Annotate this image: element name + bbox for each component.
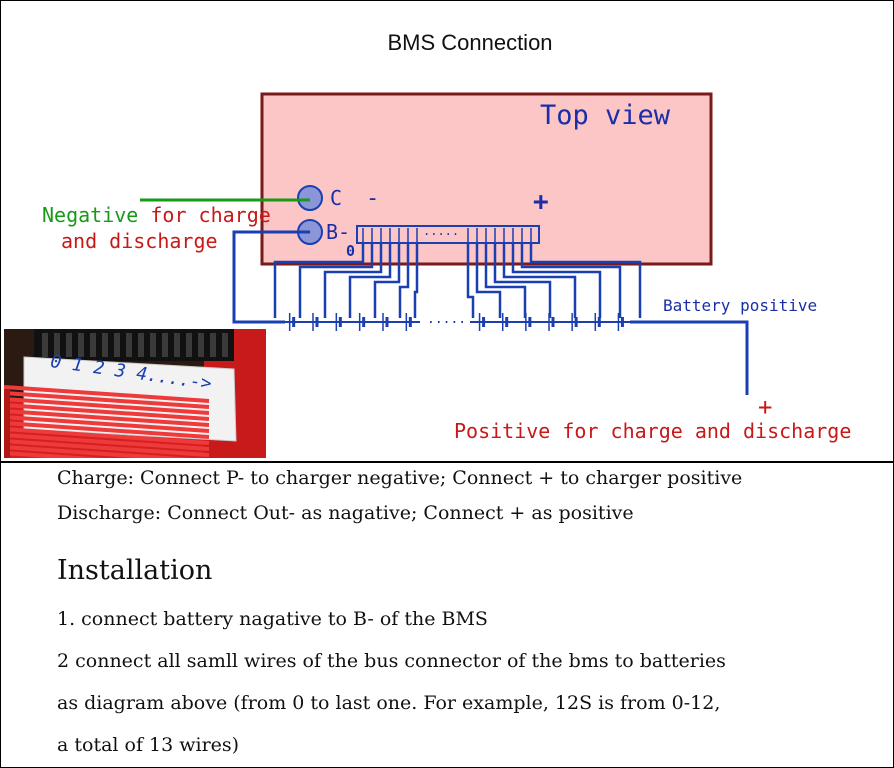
sense-wires — [273, 243, 642, 318]
install-step-2-line-1: 2 connect all samll wires of the bus con… — [57, 650, 726, 672]
negative-label-line2: and discharge — [61, 229, 218, 253]
install-step-1: 1. connect battery nagative to B- of the… — [57, 608, 488, 630]
section-divider — [0, 461, 894, 463]
photo-ribbon-wire — [4, 391, 210, 409]
photo-ribbon-wire — [4, 397, 210, 415]
photo-connector-pin — [186, 333, 192, 357]
photo-connector-pin — [90, 333, 96, 357]
sense-wire — [273, 243, 365, 318]
connector-dots: ..... — [423, 224, 460, 238]
install-step-2-line-2: as diagram above (from 0 to last one. Fo… — [57, 692, 721, 714]
sense-wire — [466, 243, 475, 318]
photo-connector-pin — [162, 333, 168, 357]
photo-ribbon-wire — [4, 385, 210, 403]
connector-photo-art — [4, 329, 266, 458]
photo-ribbon-wire — [4, 433, 210, 451]
sense-wire — [520, 243, 622, 318]
pin-c-label: C — [330, 186, 343, 210]
charge-instruction: Charge: Connect P- to charger negative; … — [57, 467, 743, 489]
zero-label: 0 — [346, 242, 356, 260]
top-view-label: Top view — [540, 100, 671, 131]
bus-connector — [356, 225, 540, 244]
photo-ribbon-wire — [4, 427, 210, 445]
sense-wire — [323, 243, 383, 318]
photo-connector-pin — [198, 333, 204, 357]
battery-positive-wire — [630, 320, 749, 395]
pin-c — [297, 185, 323, 211]
photo-ribbon-wire — [4, 409, 210, 427]
photo-ribbon-wire — [4, 421, 210, 439]
pin-b-label: B- — [326, 220, 351, 244]
photo-connector-pin — [78, 333, 84, 357]
battery-string — [280, 313, 632, 331]
photo-connector-pin — [210, 333, 216, 357]
photo-ribbon-wire — [4, 415, 210, 433]
photo-connector-pin — [126, 333, 132, 357]
b-minus-wire — [232, 230, 310, 324]
sense-wire — [398, 243, 410, 318]
plus-sign: + — [533, 187, 549, 217]
negative-label-word: Negative — [42, 203, 139, 227]
photo-connector-pin — [102, 333, 108, 357]
negative-label-rest: for charge — [150, 203, 271, 227]
photo-ribbon-wire — [4, 451, 107, 458]
sense-wire — [298, 243, 374, 318]
photo-connector-pin — [222, 333, 228, 357]
photo-ribbon-wire — [4, 445, 195, 458]
positive-plus: + — [758, 393, 773, 421]
install-step-2-line-3: a total of 13 wires) — [57, 734, 240, 756]
discharge-instruction: Discharge: Connect Out- as nagative; Con… — [57, 502, 634, 524]
positive-label: Positive for charge and discharge — [454, 419, 852, 443]
photo-connector-pin — [54, 333, 60, 357]
photo-connector-pin — [66, 333, 72, 357]
sense-wire — [484, 243, 527, 318]
sense-wire — [475, 243, 502, 318]
diagram-title: BMS Connection — [387, 30, 553, 55]
photo-connector-pin — [150, 333, 156, 357]
battery-string-dots: ..... — [427, 312, 467, 327]
minus-sign: - — [366, 186, 380, 211]
sense-wire — [413, 243, 419, 318]
sense-wire — [493, 243, 552, 318]
sense-wire — [348, 243, 392, 318]
battery-positive-label: Battery positive — [663, 296, 818, 315]
installation-heading: Installation — [57, 555, 213, 586]
sense-wire — [511, 243, 602, 318]
connector-photo: 0 1 2 3 4....-> — [4, 329, 266, 458]
photo-connector-pin — [138, 333, 144, 357]
sense-wire — [529, 243, 642, 318]
sense-wire — [373, 243, 401, 318]
bms-wiring-diagram — [140, 92, 749, 395]
photo-connector-pin — [114, 333, 120, 357]
sense-wire — [502, 243, 577, 318]
photo-connector-pin — [42, 333, 48, 357]
negative-label: Negative for charge — [42, 203, 271, 227]
connector-pins — [362, 228, 532, 242]
photo-ribbon-wire — [4, 403, 210, 421]
photo-ribbon-wire — [4, 439, 210, 457]
photo-connector-pin — [174, 333, 180, 357]
